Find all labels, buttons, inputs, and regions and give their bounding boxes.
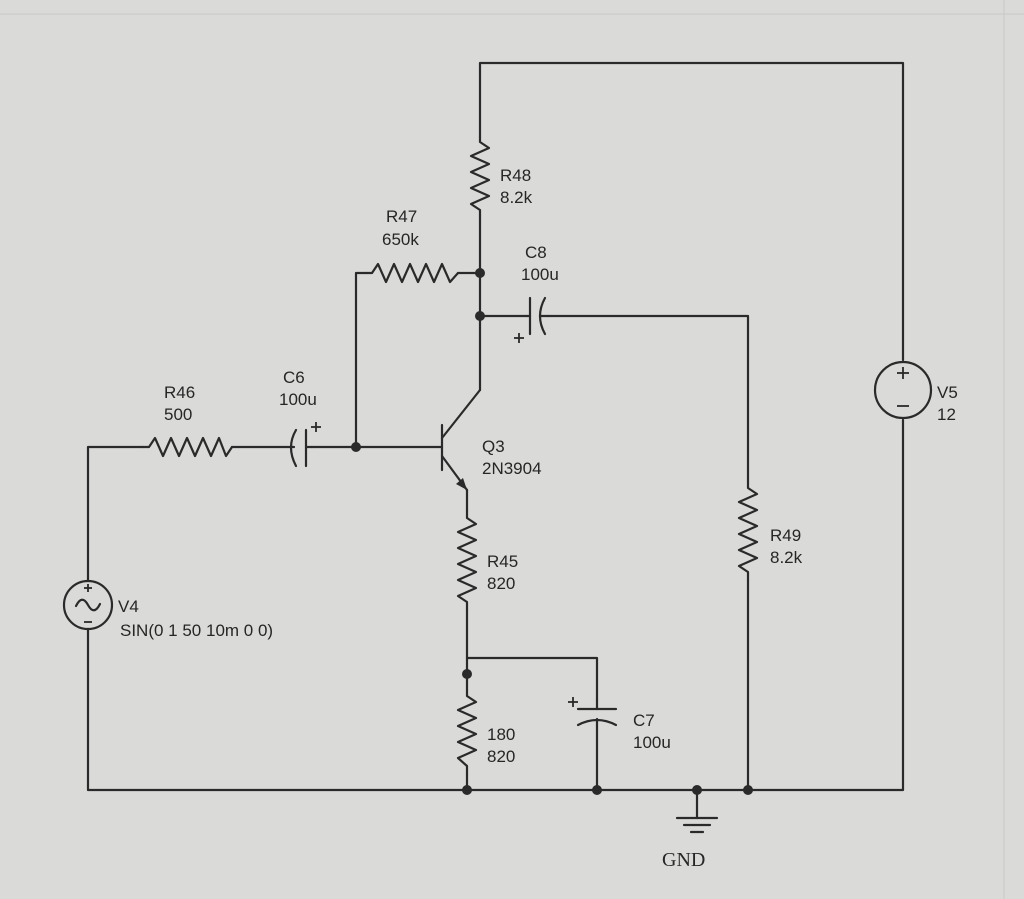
wires — [86, 61, 905, 820]
c7-value-label: 100u — [633, 733, 671, 752]
r45-value-label: 820 — [487, 574, 515, 593]
c8-value-label: 100u — [521, 265, 559, 284]
c6-value-label: 100u — [279, 390, 317, 409]
q3-value-label: 2N3904 — [482, 459, 542, 478]
capacitor-c7[interactable] — [568, 697, 618, 727]
r180-value-label: 820 — [487, 747, 515, 766]
resistor-r45[interactable] — [456, 508, 478, 612]
voltage-source-v5[interactable] — [873, 360, 933, 420]
voltage-source-v4[interactable] — [62, 578, 114, 632]
r180-ref-label: 180 — [487, 725, 515, 744]
r48-ref-label: R48 — [500, 166, 531, 185]
r47-value-label: 650k — [382, 230, 419, 249]
ground-symbol[interactable] — [675, 816, 719, 834]
c8-ref-label: C8 — [525, 243, 547, 262]
junctions — [351, 268, 753, 795]
c6-ref-label: C6 — [283, 368, 305, 387]
resistor-r48[interactable] — [469, 135, 491, 218]
r48-value-label: 8.2k — [500, 188, 533, 207]
v5-value-label: 12 — [937, 405, 956, 424]
r45-ref-label: R45 — [487, 552, 518, 571]
transistor-q3[interactable] — [440, 388, 482, 492]
gnd-label: GND — [662, 849, 705, 871]
q3-ref-label: Q3 — [482, 437, 505, 456]
v4-value-label: SIN(0 1 50 10m 0 0) — [120, 621, 273, 640]
r46-ref-label: R46 — [164, 383, 195, 402]
resistor-180[interactable] — [456, 688, 478, 777]
r47-ref-label: R47 — [386, 207, 417, 226]
r49-value-label: 8.2k — [770, 548, 803, 567]
c7-ref-label: C7 — [633, 711, 655, 730]
resistor-r49[interactable] — [737, 478, 759, 582]
capacitor-c6[interactable] — [289, 422, 321, 468]
resistor-r46[interactable] — [141, 436, 234, 458]
v4-ref-label: V4 — [118, 597, 139, 616]
r46-value-label: 500 — [164, 405, 192, 424]
v5-ref-label: V5 — [937, 383, 958, 402]
capacitor-c8[interactable] — [514, 296, 550, 343]
resistor-r47[interactable] — [364, 262, 460, 284]
r49-ref-label: R49 — [770, 526, 801, 545]
